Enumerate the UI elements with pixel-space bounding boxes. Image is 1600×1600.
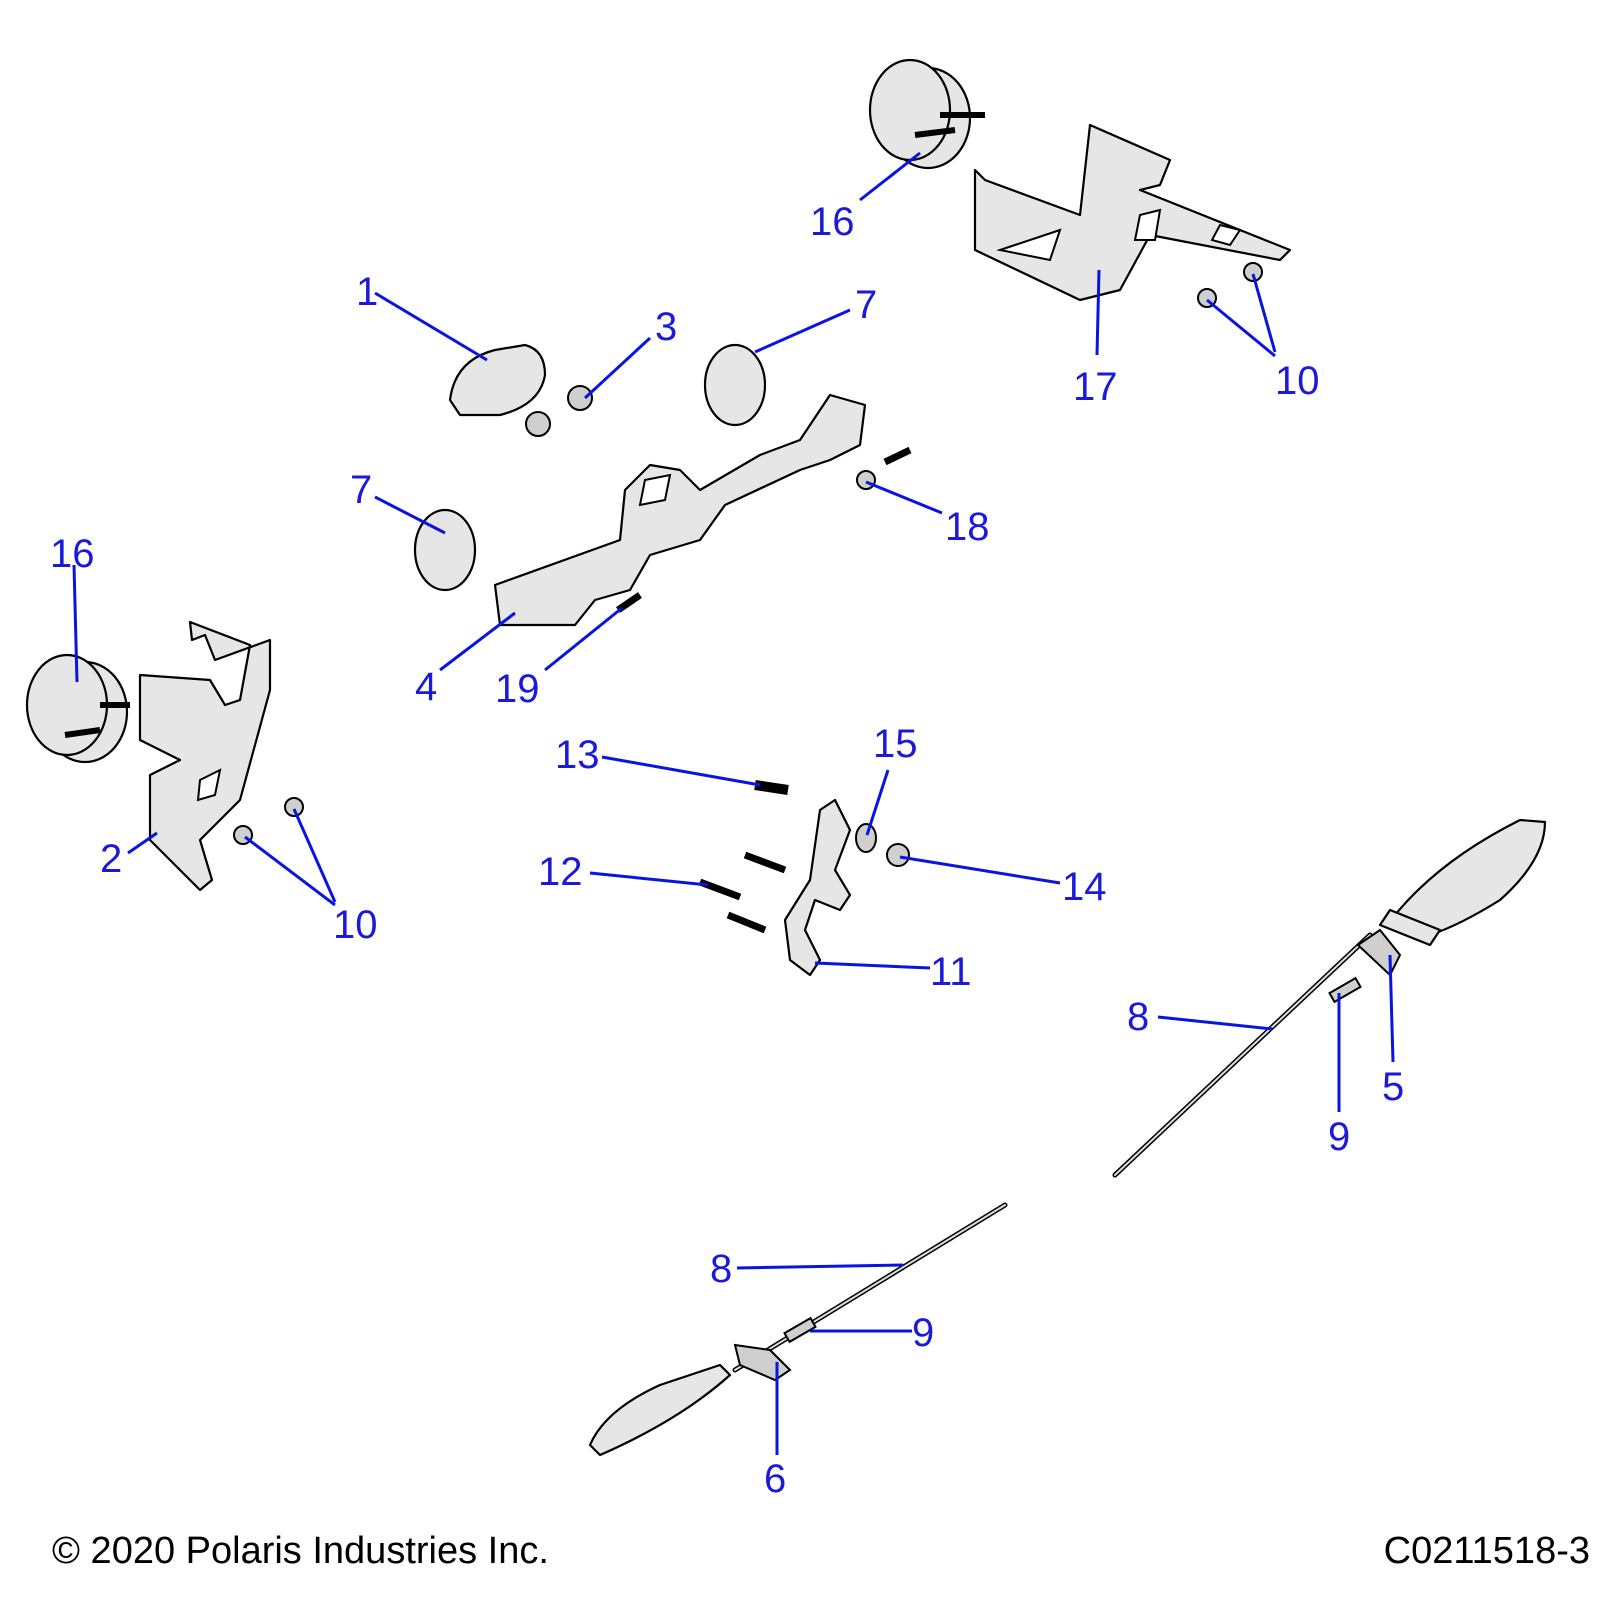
part-12-screw <box>726 911 767 934</box>
callout-6: 6 <box>764 1457 786 1501</box>
bracket-hole <box>196 768 222 802</box>
callout-17: 17 <box>1073 365 1118 409</box>
part-12-screw <box>743 851 787 874</box>
part-9-sleeve <box>1328 976 1362 1004</box>
part-1-light-housing <box>448 343 547 417</box>
callout-12: 12 <box>538 850 583 894</box>
bracket-hole <box>638 473 672 507</box>
callout-15: 15 <box>873 722 918 766</box>
part-9-sleeve <box>783 1316 817 1344</box>
callout-7: 7 <box>855 283 877 327</box>
callout-8: 8 <box>1127 995 1149 1039</box>
callout-11: 11 <box>930 950 972 994</box>
part-6-mount <box>733 1343 792 1382</box>
part-5-mount <box>1356 928 1402 977</box>
drawing-id: C0211518-3 <box>1383 1530 1590 1572</box>
part-3-grommet <box>567 385 593 411</box>
callout-18: 18 <box>945 505 990 549</box>
part-16-reflector-left <box>25 653 130 764</box>
callout-9: 9 <box>1328 1115 1350 1159</box>
callout-10: 10 <box>1275 359 1320 403</box>
part-3-grommet <box>525 411 551 437</box>
part-16-reflector-top <box>868 58 985 170</box>
bracket-hole <box>996 228 1062 262</box>
bracket-hole <box>1210 223 1242 247</box>
callout-14: 14 <box>1062 865 1107 909</box>
callout-1: 1 <box>356 270 378 314</box>
callout-16: 16 <box>50 532 95 576</box>
part-17-bracket <box>973 123 1292 302</box>
callout-13: 13 <box>555 733 600 777</box>
part-10-nut <box>1243 262 1263 282</box>
part-13-bolt <box>754 780 789 795</box>
callout-numbers: 16 1 3 7 17 10 7 18 16 4 19 13 15 2 10 1… <box>50 200 1404 1501</box>
part-2-bracket <box>138 620 272 892</box>
part-15-washer <box>855 823 877 853</box>
part-10-nut <box>284 797 304 817</box>
bracket-hole <box>1133 208 1162 241</box>
part-4-license-bracket <box>493 393 867 627</box>
copyright-text: © 2020 Polaris Industries Inc. <box>52 1530 549 1572</box>
part-19-screw <box>616 592 642 613</box>
callout-16: 16 <box>810 200 855 244</box>
part-14-nut <box>886 843 910 867</box>
part-11-bracket <box>783 798 852 977</box>
callout-10: 10 <box>333 903 378 947</box>
callout-4: 4 <box>415 665 437 709</box>
part-18-washer <box>856 470 876 490</box>
turn-signal-left <box>588 1202 1008 1457</box>
callout-19: 19 <box>495 667 540 711</box>
callout-3: 3 <box>655 305 677 349</box>
callout-9: 9 <box>912 1311 934 1355</box>
callout-5: 5 <box>1382 1065 1404 1109</box>
leader-lines <box>72 151 1395 1455</box>
callout-2: 2 <box>100 837 122 881</box>
callout-8: 8 <box>710 1247 732 1291</box>
screw <box>883 446 912 466</box>
part-7-reflector <box>413 508 477 592</box>
callout-7: 7 <box>350 468 372 512</box>
part-7-reflector <box>703 343 767 427</box>
